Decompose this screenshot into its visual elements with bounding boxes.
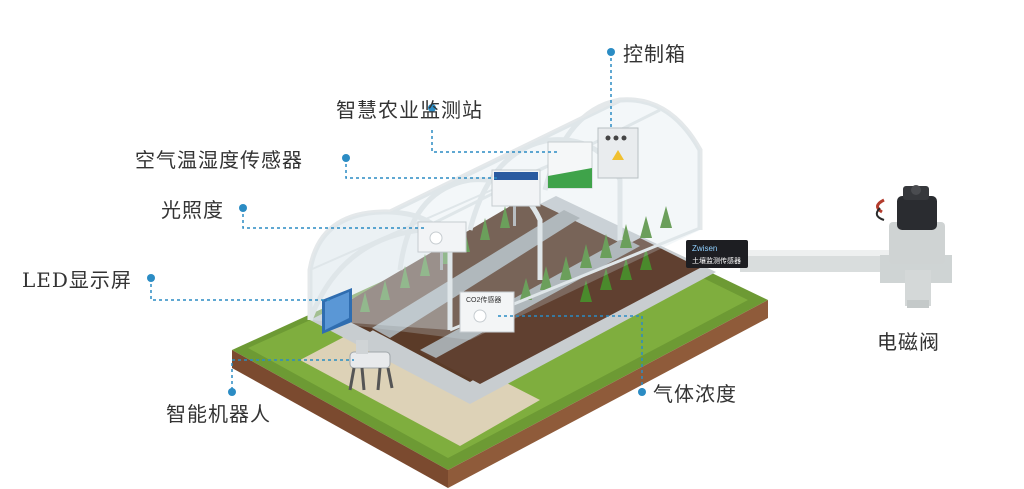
robot-device (348, 340, 394, 391)
soil-sensor-brand: Zwisen (692, 244, 717, 253)
solenoid-valve-icon (875, 185, 945, 264)
label-solenoid-valve: 电磁阀 (877, 330, 940, 354)
air-sensor-device (491, 169, 541, 226)
gas-sensor-device: CO2传感器 (459, 291, 515, 333)
label-gas: 气体浓度 (653, 382, 737, 406)
soil-sensor-name: 土壤监测传感器 (692, 256, 741, 265)
label-smart-station: 智慧农业监测站 (336, 98, 483, 122)
label-air-sensor: 空气温湿度传感器 (135, 148, 303, 172)
gas-sensor-text: CO2传感器 (466, 295, 501, 304)
label-light: 光照度 (161, 198, 224, 222)
smart-station-device (547, 141, 593, 189)
label-led-screen: LED显示屏 (22, 268, 132, 292)
label-robot: 智能机器人 (166, 402, 271, 426)
leader-lines (150, 52, 643, 392)
label-control-box: 控制箱 (623, 42, 686, 66)
soil-sensor-device: Zwisen 土壤监测传感器 (686, 240, 748, 268)
light-sensor-device (417, 221, 467, 270)
control-box-device (597, 127, 639, 179)
leader-dots (147, 48, 646, 396)
